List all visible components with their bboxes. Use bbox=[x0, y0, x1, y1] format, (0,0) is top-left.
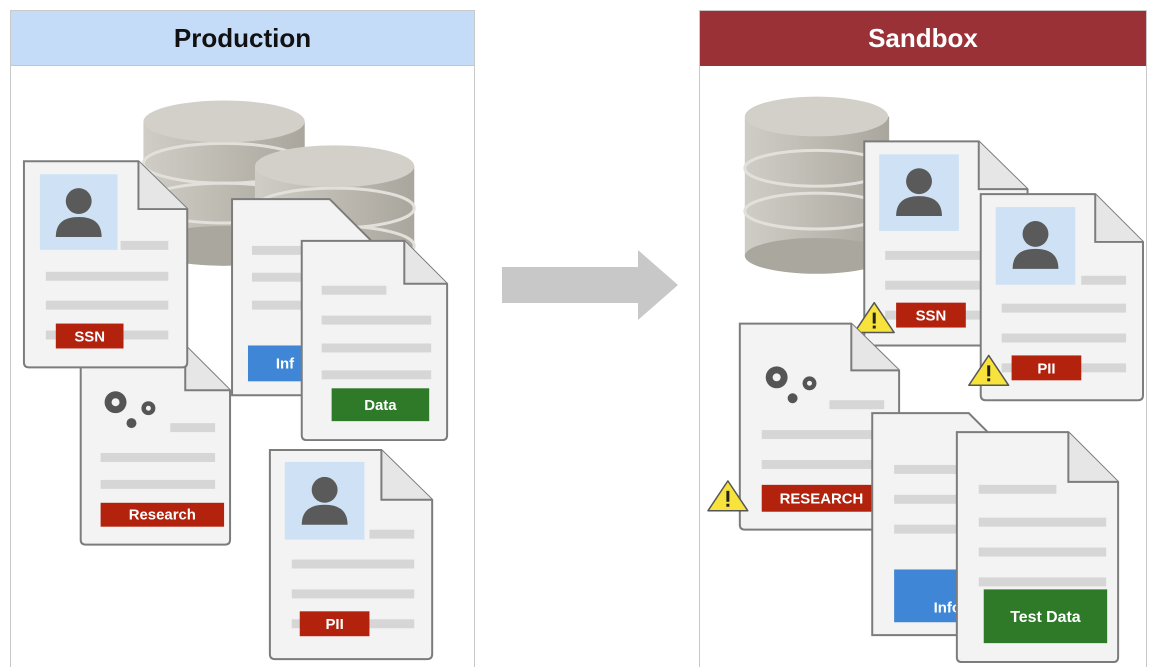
pii-tag bbox=[1011, 355, 1082, 381]
arrow-right-icon bbox=[502, 250, 678, 320]
gears-icon bbox=[104, 391, 156, 429]
pii-tag bbox=[299, 611, 370, 637]
test-data-document: Test Data bbox=[955, 431, 1120, 664]
sandbox-scene: SSN PII bbox=[707, 96, 1145, 664]
person-icon bbox=[55, 188, 102, 237]
warning-icon bbox=[707, 480, 749, 512]
production-scene: Research Inf Data bbox=[22, 100, 449, 661]
production-title: Production bbox=[11, 11, 474, 66]
sandbox-title: Sandbox bbox=[700, 11, 1146, 66]
pii-tag-label: PII bbox=[1037, 360, 1055, 377]
test-data-tag-label: Test Data bbox=[1010, 609, 1081, 626]
sandbox-panel: Sandbox bbox=[699, 10, 1147, 667]
person-icon bbox=[896, 168, 942, 217]
research-document: Research bbox=[79, 344, 232, 546]
research-tag-label: RESEARCH bbox=[780, 491, 864, 508]
ssn-tag-label: SSN bbox=[74, 328, 105, 345]
test-data-tag bbox=[983, 589, 1108, 644]
information-tag bbox=[247, 345, 308, 382]
ssn-tag bbox=[55, 323, 124, 349]
information-tag-label: Inf bbox=[276, 355, 294, 372]
warning-icon bbox=[853, 301, 895, 334]
gears-icon bbox=[765, 366, 817, 404]
data-tag bbox=[331, 388, 430, 422]
ssn-tag-label: SSN bbox=[916, 308, 947, 325]
research-document: RESEARCH bbox=[738, 322, 901, 531]
research-tag-label: Research bbox=[129, 507, 196, 524]
test-information-tag bbox=[894, 569, 964, 623]
person-icon bbox=[1012, 221, 1059, 269]
ssn-document: SSN bbox=[22, 160, 189, 369]
data-document: Data bbox=[300, 239, 449, 442]
production-panel: Production bbox=[10, 10, 475, 667]
research-tag bbox=[100, 502, 225, 527]
pii-tag-label: PII bbox=[325, 616, 343, 633]
pii-document: PII bbox=[268, 449, 434, 661]
person-icon bbox=[301, 476, 348, 525]
warning-icon bbox=[968, 354, 1010, 387]
ssn-tag bbox=[896, 302, 966, 328]
data-tag-label: Data bbox=[364, 397, 397, 414]
research-tag bbox=[761, 484, 886, 512]
pii-document: PII bbox=[979, 193, 1145, 402]
